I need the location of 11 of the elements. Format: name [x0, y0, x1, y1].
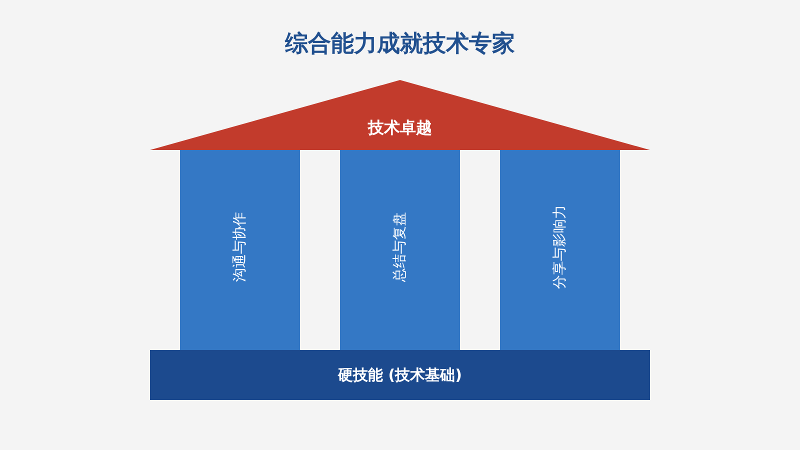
pillar-label: 总结与复盘 — [391, 212, 409, 282]
pillar — [500, 150, 620, 350]
title: 综合能力成就技术专家 — [284, 30, 516, 59]
pillar — [180, 150, 300, 350]
foundation-band — [150, 350, 650, 400]
pillar-label: 沟通与协作 — [231, 212, 249, 282]
roof — [150, 80, 650, 150]
pillar-label: 分享与影响力 — [551, 205, 569, 289]
foundation-label: 硬技能 (技术基础) — [338, 365, 462, 385]
roof-label: 技术卓越 — [368, 118, 432, 138]
pillar — [340, 150, 460, 350]
